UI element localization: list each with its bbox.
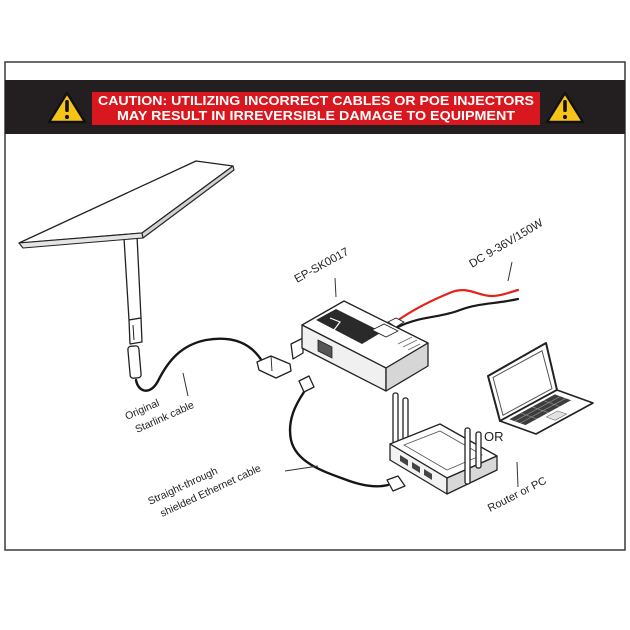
device-power-terminal xyxy=(387,317,405,328)
keyboard-column-line xyxy=(520,412,538,420)
starlink-cable-line xyxy=(134,337,264,392)
router xyxy=(389,392,498,495)
caution-line-1: CAUTION: UTILIZING INCORRECT CABLES OR P… xyxy=(98,94,534,108)
router-port xyxy=(400,455,408,466)
starlink-dish xyxy=(18,160,235,379)
router-port xyxy=(412,462,420,473)
dish-panel xyxy=(18,160,234,244)
device-leader-line xyxy=(334,277,337,298)
router-antenna xyxy=(475,431,482,469)
starlink-cable xyxy=(134,337,292,392)
device-vent-line xyxy=(402,339,418,348)
ethernet-cable xyxy=(288,375,406,492)
ethernet-plug-device-end xyxy=(298,375,315,393)
dish-mast-notch xyxy=(132,324,135,341)
diagram-frame xyxy=(4,61,626,551)
dish-mast xyxy=(123,235,142,321)
ethernet-plug-router-end xyxy=(386,475,406,492)
dish-cable-connector xyxy=(127,345,142,379)
device-top-graphic xyxy=(316,309,382,344)
power-wire-negative xyxy=(396,297,520,329)
warning-triangle-icon xyxy=(545,91,585,124)
laptop-touchpad xyxy=(545,410,568,421)
starlink-cable-leader-line xyxy=(182,372,189,397)
device-vent-line xyxy=(407,343,421,351)
device-label-sticker xyxy=(371,323,399,338)
caution-message-box xyxy=(92,92,540,125)
dish-panel-side xyxy=(141,165,235,239)
laptop-screen xyxy=(492,350,553,416)
router-port xyxy=(424,469,432,480)
power-wire-positive xyxy=(392,288,520,325)
router-top-grille xyxy=(403,430,483,471)
ethernet-cable-label: Straight-through shielded Ethernet cable xyxy=(146,462,263,519)
caution-banner: CAUTION: UTILIZING INCORRECT CABLES OR P… xyxy=(5,80,625,134)
keyboard-column-line xyxy=(531,406,549,413)
router-antenna xyxy=(464,427,471,485)
ethernet-port xyxy=(317,339,333,359)
dc-power-wires xyxy=(392,288,520,329)
ep-sk0017-device xyxy=(290,300,429,392)
device-top-chevron xyxy=(329,317,341,331)
ethernet-cable-line xyxy=(288,390,390,488)
ethernet-cable-leader-line xyxy=(284,465,319,472)
device-model-label: EP-SK0017 xyxy=(293,246,351,286)
or-label: OR xyxy=(484,429,504,444)
endpoint-leader-line xyxy=(516,461,519,488)
keyboard-column-line xyxy=(543,400,560,407)
device-right-face xyxy=(385,342,429,392)
starlink-cable-right-angle-plug xyxy=(256,355,292,379)
power-input-label: DC 9-36V/150W xyxy=(467,217,545,270)
device-mount-flange xyxy=(290,337,304,360)
device-vent-line xyxy=(397,336,413,345)
laptop xyxy=(487,342,594,435)
warning-triangle-icon xyxy=(47,91,87,124)
dish-mast-base xyxy=(128,317,143,345)
power-leader-line xyxy=(507,261,513,282)
starlink-cable-label: Original Starlink cable xyxy=(123,397,196,436)
caution-line-2: MAY RESULT IN IRREVERSIBLE DAMAGE TO EQU… xyxy=(117,109,515,123)
starlink-cable-plug-seam xyxy=(270,355,273,372)
